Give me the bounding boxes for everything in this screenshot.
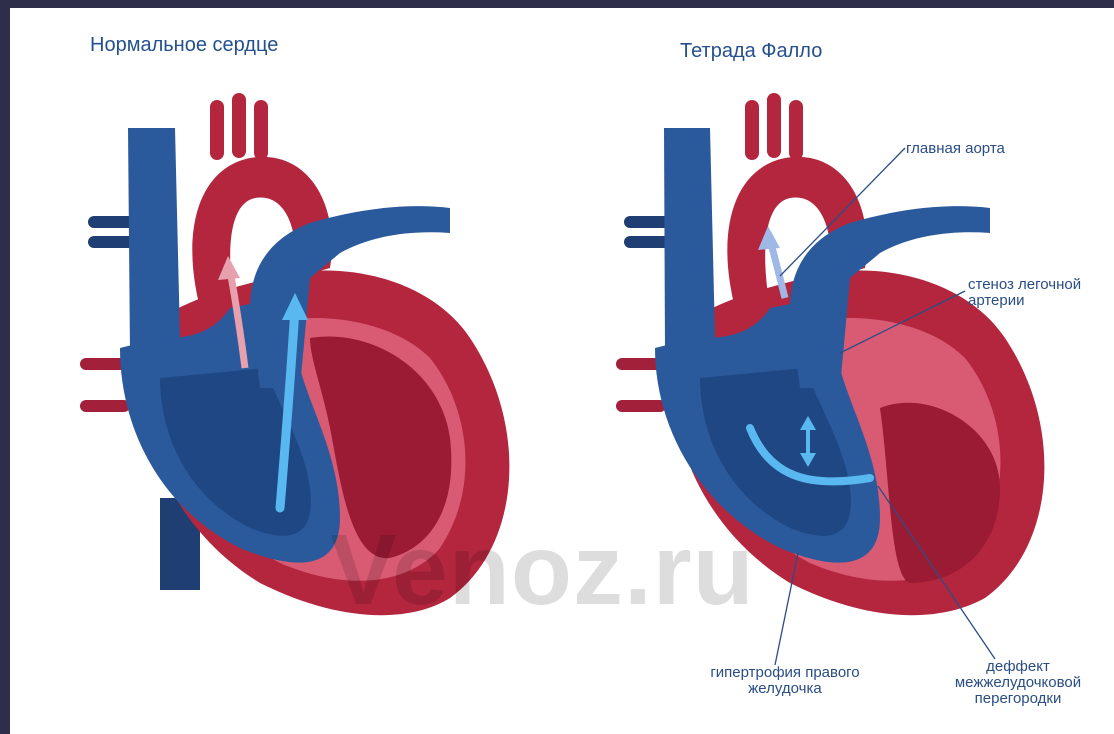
label-septal-defect: деффект межжелудочковой перегородки bbox=[928, 659, 1108, 707]
label-hypertrophy-line2: желудочка bbox=[680, 681, 890, 697]
label-defect-line1: деффект bbox=[928, 659, 1108, 675]
watermark: Venoz.ru bbox=[330, 513, 755, 628]
label-stenosis-line1: стеноз легочной bbox=[968, 277, 1081, 293]
label-hypertrophy: гипертрофия правого желудочка bbox=[680, 665, 890, 697]
label-defect-line2: межжелудочковой bbox=[928, 675, 1108, 691]
label-defect-line3: перегородки bbox=[928, 691, 1108, 707]
title-normal-heart: Нормальное сердце bbox=[90, 34, 278, 57]
label-stenosis: стеноз легочной артерии bbox=[968, 277, 1081, 309]
label-hypertrophy-line1: гипертрофия правого bbox=[680, 665, 890, 681]
diagram-panel: Venoz.ru Нормальное сердце Тетрада Фалло… bbox=[10, 8, 1114, 734]
label-stenosis-line2: артерии bbox=[968, 293, 1081, 309]
label-main-aorta: главная аорта bbox=[906, 141, 1005, 157]
title-tetralogy: Тетрада Фалло bbox=[680, 40, 822, 63]
